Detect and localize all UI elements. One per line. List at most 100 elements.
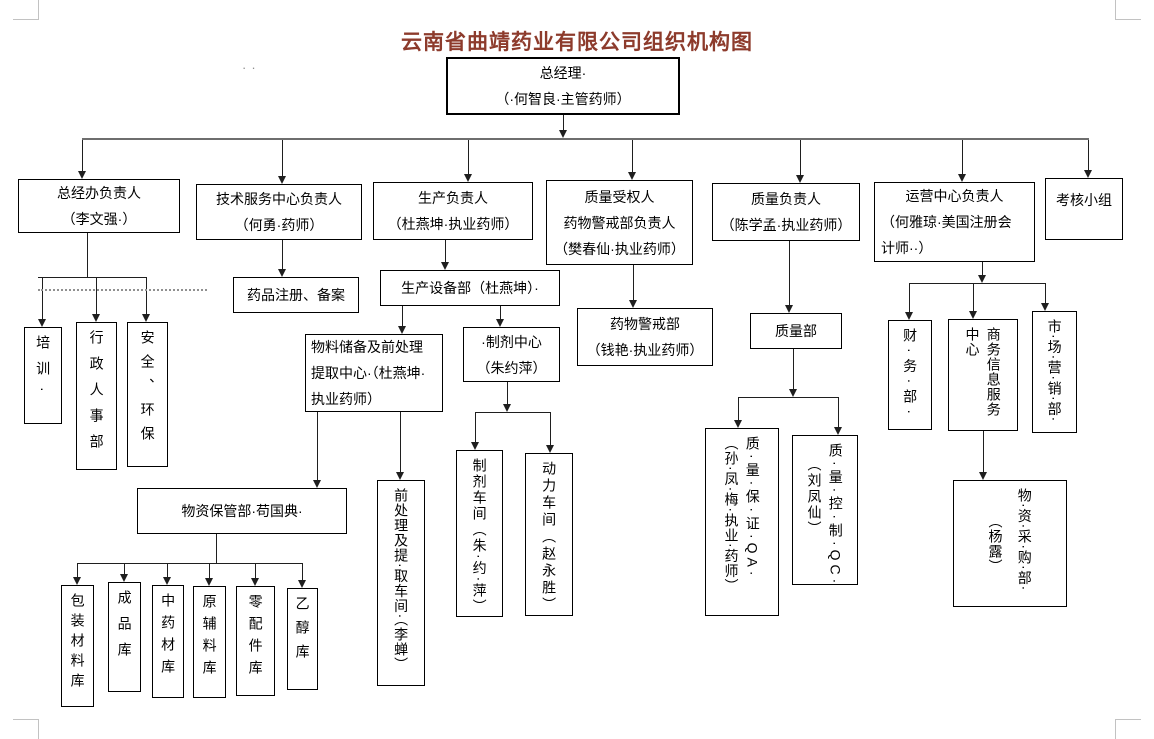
arrow-head	[205, 578, 213, 586]
arrow-head	[396, 472, 404, 480]
arrow-head	[785, 305, 793, 313]
node-text: 运营中心负责人	[905, 188, 1004, 204]
connector-vline	[445, 240, 446, 263]
node-text: 动力车间（赵永胜）	[541, 461, 558, 614]
connector-hline	[38, 277, 146, 278]
node-text: 物资保管部·苟国典·	[181, 503, 303, 519]
arrow-head	[629, 300, 637, 308]
page-title: 云南省曲靖药业有限公司组织机构图	[401, 31, 753, 54]
node-text: 药物警戒部	[610, 316, 680, 332]
connector-vline	[633, 265, 634, 301]
node-quality-control-qc[interactable]: 质·量·控·制·QC· （刘凤仙）	[792, 435, 858, 588]
connector-vline	[475, 412, 476, 443]
node-assessment-team[interactable]: 考核小组	[1045, 178, 1123, 240]
arrow-head	[978, 275, 986, 283]
node-material-purchasing-dept[interactable]: 物·资·采·购·部· （杨露）	[953, 480, 1067, 607]
node-text: （杨露）	[987, 514, 1004, 574]
node-production-equipment-dept[interactable]: 生产设备部（杜燕坤）·	[380, 270, 560, 306]
node-marketing-dept[interactable]: 市·场·营·销·部·	[1032, 311, 1077, 433]
node-text: 商务信息服务	[985, 327, 1002, 417]
node-preparation-center[interactable]: ·制剂中心 （朱约萍）	[463, 327, 560, 382]
arrow-head	[251, 578, 259, 586]
arrow-head	[1041, 303, 1049, 311]
node-warehouse-finished-goods[interactable]: 成品库	[108, 582, 141, 692]
node-material-custody-dept[interactable]: 物资保管部·苟国典·	[137, 488, 347, 534]
node-text: 生产设备部（杜燕坤）·	[401, 280, 539, 296]
node-text: 原辅料库	[201, 594, 218, 682]
connector-hline	[82, 138, 1089, 140]
node-preparation-workshop[interactable]: 制剂车间（朱·约·萍）	[456, 450, 503, 617]
arrow-head	[734, 420, 742, 428]
connector-vline	[468, 138, 469, 174]
connector-vline	[282, 240, 283, 270]
node-text: 总经办负责人	[57, 185, 141, 201]
node-text: 中心	[964, 327, 981, 357]
connector-vline	[209, 563, 210, 579]
node-text: 质·量·保·证·QA·	[744, 436, 761, 580]
node-text: （钱艳·执业药师）	[586, 342, 704, 358]
node-text: （·何智良·主管药师）	[495, 91, 631, 107]
node-text: 质量负责人	[751, 191, 821, 207]
crop-mark-bottom-right	[1115, 719, 1141, 739]
connector-hline	[909, 283, 1046, 284]
connector-vline	[317, 412, 318, 481]
node-general-manager[interactable]: 总经理· （·何智良·主管药师）	[446, 57, 680, 115]
connector-vline	[789, 241, 790, 306]
node-text: 制剂车间（朱·约·萍）	[471, 458, 488, 616]
arrow-head	[796, 175, 804, 183]
node-operations-center-head[interactable]: 运营中心负责人 （何雅琼·美国注册会 计师··）	[874, 182, 1035, 262]
connector-vline	[96, 277, 97, 314]
node-warehouse-spare-parts[interactable]: 零配件库	[236, 586, 275, 696]
crop-mark-top-right	[1115, 0, 1141, 20]
node-finance-dept[interactable]: 财·务·部·	[888, 320, 932, 430]
node-text: ·制剂中心	[481, 333, 542, 350]
connector-vline	[738, 397, 739, 421]
node-text: （朱约萍）	[476, 359, 547, 376]
node-warehouse-packaging-materials[interactable]: 包装材料库	[61, 585, 94, 707]
node-text: 安全、环保	[139, 330, 156, 450]
node-training[interactable]: 培训·	[24, 327, 62, 424]
node-drug-registration-filing[interactable]: 药品注册、备案	[233, 277, 359, 313]
node-quality-head[interactable]: 质量负责人 （陈学孟·执业药师）	[712, 183, 860, 241]
node-quality-authorized-person[interactable]: 质量受权人 药物警戒部负责人 （樊春仙·执业药师）	[546, 180, 693, 265]
arrow-head	[464, 174, 472, 182]
connector-vline	[216, 534, 217, 563]
node-power-workshop[interactable]: 动力车间（赵永胜）	[525, 453, 573, 616]
node-material-storage-pretreatment-center[interactable]: 物料储备及前处理 提取中心·（杜燕坤· 执业药师）	[305, 334, 443, 412]
node-tech-service-center-head[interactable]: 技术服务中心负责人 （何勇·药师）	[196, 184, 362, 240]
arrow-head	[969, 311, 977, 319]
node-text: 前处理及提·取车间·（李蝉）	[393, 488, 410, 673]
node-text: 行政人事部	[88, 330, 105, 460]
connector-vline	[632, 138, 633, 172]
node-text: 零配件库	[247, 594, 264, 682]
node-text: 技术服务中心负责人	[216, 191, 342, 207]
node-production-head[interactable]: 生产负责人 （杜燕坤·执业药师）	[373, 182, 533, 240]
node-business-info-service-center[interactable]: 商务信息服务 中心	[948, 319, 1018, 431]
node-text: 考核小组	[1056, 192, 1112, 208]
crop-mark-bottom-left	[13, 719, 39, 739]
node-general-office-head[interactable]: 总经办负责人 （李文强·）	[18, 179, 180, 233]
node-pharmacovigilance-dept[interactable]: 药物警戒部 （钱艳·执业药师）	[577, 308, 713, 366]
node-text: 质·量·控·制·QC·	[827, 443, 844, 588]
connector-vline	[563, 115, 564, 131]
arrow-head	[78, 171, 86, 179]
node-pretreatment-extraction-workshop[interactable]: 前处理及提·取车间·（李蝉）	[377, 480, 425, 686]
node-warehouse-ethanol[interactable]: 乙醇库	[287, 588, 318, 690]
connector-vline	[838, 397, 839, 428]
connector-vline	[400, 412, 401, 473]
node-warehouse-raw-auxiliary[interactable]: 原辅料库	[193, 586, 226, 698]
connector-vline	[87, 233, 88, 277]
node-admin-hr-dept[interactable]: 行政人事部	[76, 322, 117, 470]
node-safety-environment[interactable]: 安全、环保	[127, 322, 168, 467]
node-quality-assurance-qa[interactable]: 质·量·保·证·QA· （孙·凤·梅·执业·药师）	[705, 428, 779, 616]
node-text: （何勇·药师）	[234, 217, 324, 233]
connector-hline	[475, 412, 551, 413]
connector-vline	[255, 563, 256, 579]
connector-vline	[82, 138, 83, 172]
node-quality-dept[interactable]: 质量部	[750, 313, 842, 349]
node-text: 提取中心·（杜燕坤·	[311, 365, 426, 381]
arrow-head	[834, 427, 842, 435]
connector-vline	[982, 262, 983, 276]
crop-mark-top-left	[13, 0, 39, 20]
node-warehouse-chinese-herbal[interactable]: 中药材库	[152, 585, 184, 698]
